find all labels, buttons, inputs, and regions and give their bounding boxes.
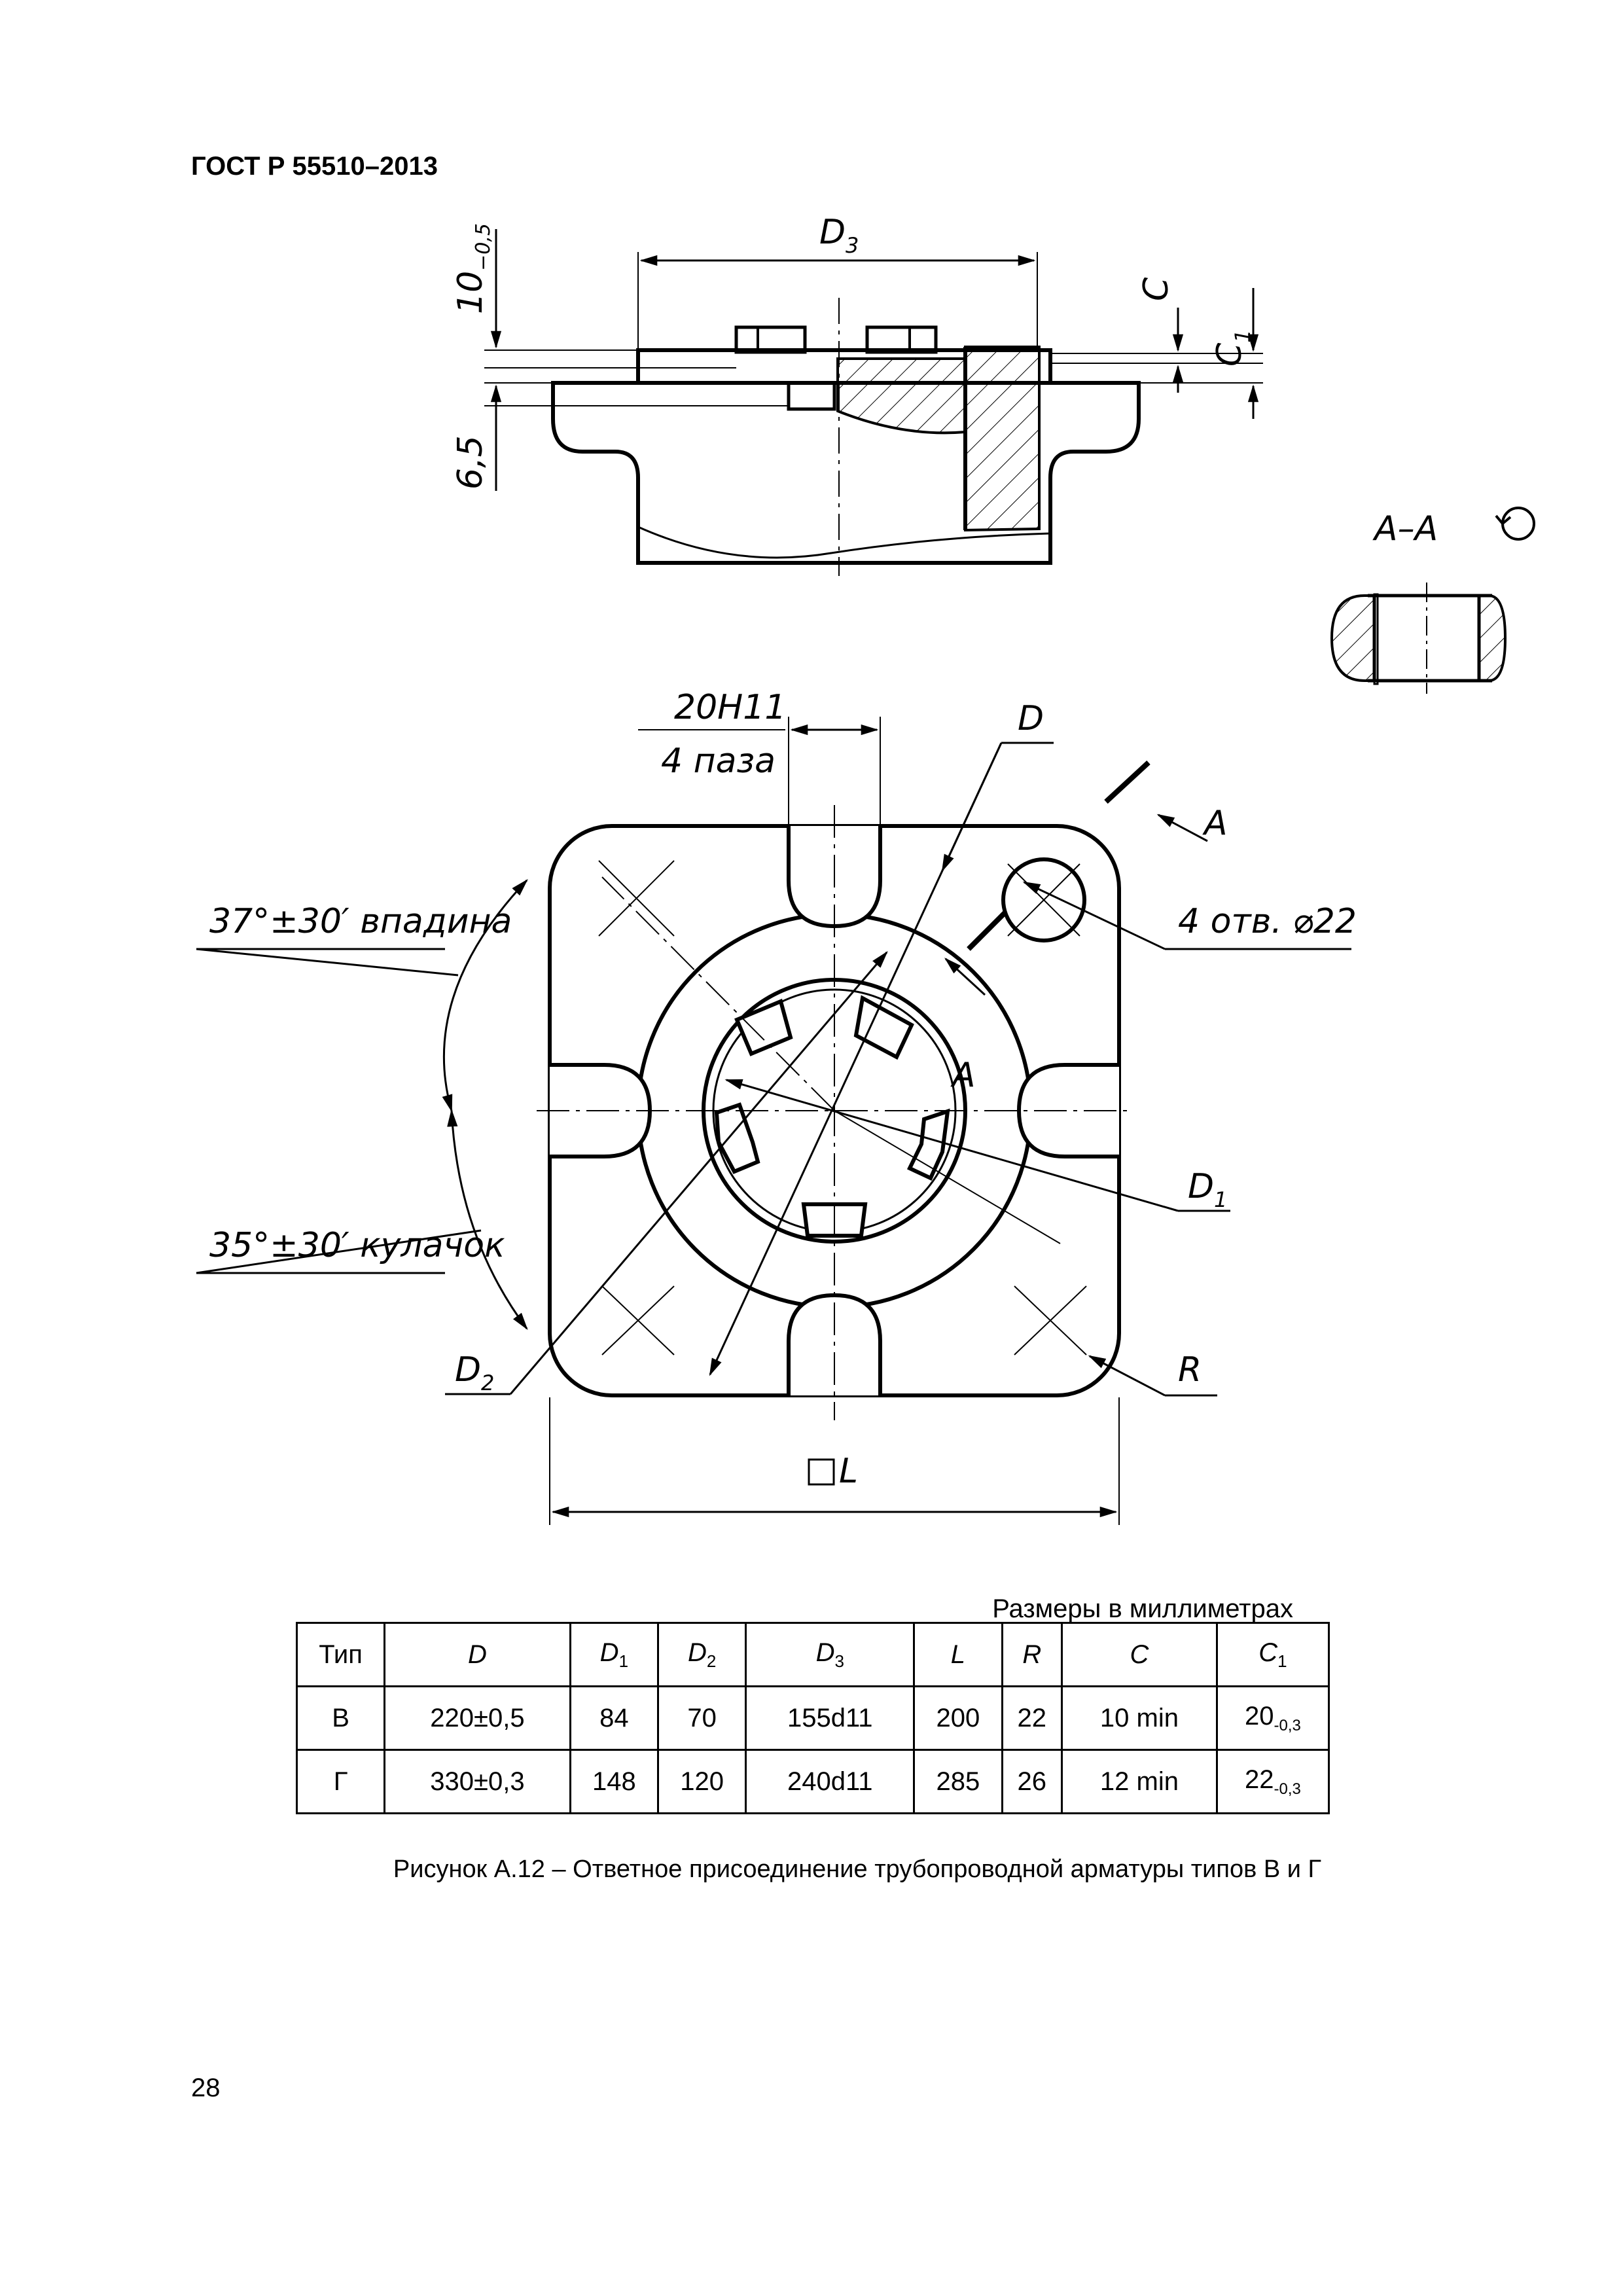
- tolerance-10-label: 10: [451, 271, 490, 314]
- table-cell: 22-0,3: [1215, 1749, 1330, 1814]
- table-cell: 12 min: [1060, 1749, 1218, 1814]
- section-a-a-title: А–А: [1372, 509, 1438, 548]
- d1-label: D: [1188, 1167, 1214, 1206]
- table-cell: Г: [295, 1749, 386, 1814]
- slot-count-label: 4 паза: [661, 742, 776, 781]
- table-cell: 220±0,5: [383, 1685, 571, 1751]
- table-cell: 84: [569, 1685, 659, 1751]
- table-cell: 155d11: [745, 1685, 916, 1751]
- table-cell: 200: [913, 1685, 1003, 1751]
- units-note: Размеры в миллиметрах: [992, 1594, 1293, 1623]
- slot-size-label: 20H11: [674, 688, 786, 727]
- svg-text:D3: D3: [819, 213, 859, 258]
- section-mark-top: А: [1202, 804, 1228, 843]
- table-cell: 148: [569, 1749, 659, 1814]
- table-header-row: Тип D D1 D2 D3 L R C C1: [295, 1622, 1330, 1687]
- table-cell: 26: [1001, 1749, 1063, 1814]
- header-r: R: [1001, 1622, 1063, 1687]
- header-d3: D3: [745, 1622, 916, 1687]
- plan-view: [196, 717, 1351, 1525]
- section-mark-center: А: [950, 1056, 976, 1095]
- header-type: Тип: [295, 1622, 386, 1687]
- svg-text:D1: D1: [1188, 1167, 1227, 1212]
- header-d1: D1: [569, 1622, 659, 1687]
- c-label: C: [1137, 277, 1176, 301]
- figure-caption: Рисунок А.12 – Ответное присоединение тр…: [393, 1856, 1322, 1883]
- plan-view-labels: 20H11 4 паза D А А 37°±30′ впадина 4 отв…: [209, 688, 1357, 1491]
- side-view-labels: D3 10−0,5 6,5 C C1: [451, 213, 1255, 490]
- table-row: В 220±0,5 84 70 155d11 200 22 10 min 20-…: [295, 1685, 1330, 1751]
- side-view: [484, 229, 1263, 576]
- angle-cam-label: 35°±30′ кулачок: [209, 1226, 505, 1265]
- header-d2: D2: [656, 1622, 747, 1687]
- header-l: L: [913, 1622, 1003, 1687]
- height-6-5-label: 6,5: [451, 435, 490, 490]
- square-l-label: L: [839, 1452, 858, 1491]
- document-header: ГОСТ Р 55510–2013: [191, 152, 438, 181]
- table-cell: 70: [656, 1685, 747, 1751]
- technical-drawing: D3 10−0,5 6,5 C C1 А–А: [196, 213, 1535, 1525]
- c1-label: C: [1210, 342, 1249, 367]
- page-number: 28: [191, 2073, 221, 2102]
- d3-label: D: [819, 213, 846, 252]
- holes-label: 4 отв. ⌀22: [1178, 902, 1357, 941]
- table-cell: 285: [913, 1749, 1003, 1814]
- d2-label: D: [455, 1350, 481, 1390]
- dimensions-table: Тип D D1 D2 D3 L R C C1 В 220±0,5 84 70 …: [295, 1622, 1330, 1814]
- table-cell: В: [295, 1685, 386, 1751]
- angle-valley-label: 37°±30′ впадина: [209, 902, 512, 941]
- table-row: Г 330±0,3 148 120 240d11 285 26 12 min 2…: [295, 1749, 1330, 1814]
- svg-text:C1: C1: [1210, 329, 1255, 367]
- header-c1: C1: [1215, 1622, 1330, 1687]
- table-cell: 240d11: [745, 1749, 916, 1814]
- header-d: D: [383, 1622, 571, 1687]
- table-cell: 22: [1001, 1685, 1063, 1751]
- table-cell: 20-0,3: [1215, 1685, 1330, 1751]
- d-label: D: [1018, 699, 1044, 738]
- section-a-a: [1330, 507, 1535, 694]
- svg-text:D2: D2: [455, 1350, 494, 1395]
- table-cell: 10 min: [1060, 1685, 1218, 1751]
- table-cell: 330±0,3: [383, 1749, 571, 1814]
- svg-text:10−0,5: 10−0,5: [451, 223, 495, 314]
- table-cell: 120: [656, 1749, 747, 1814]
- r-label: R: [1178, 1350, 1202, 1390]
- header-c: C: [1060, 1622, 1218, 1687]
